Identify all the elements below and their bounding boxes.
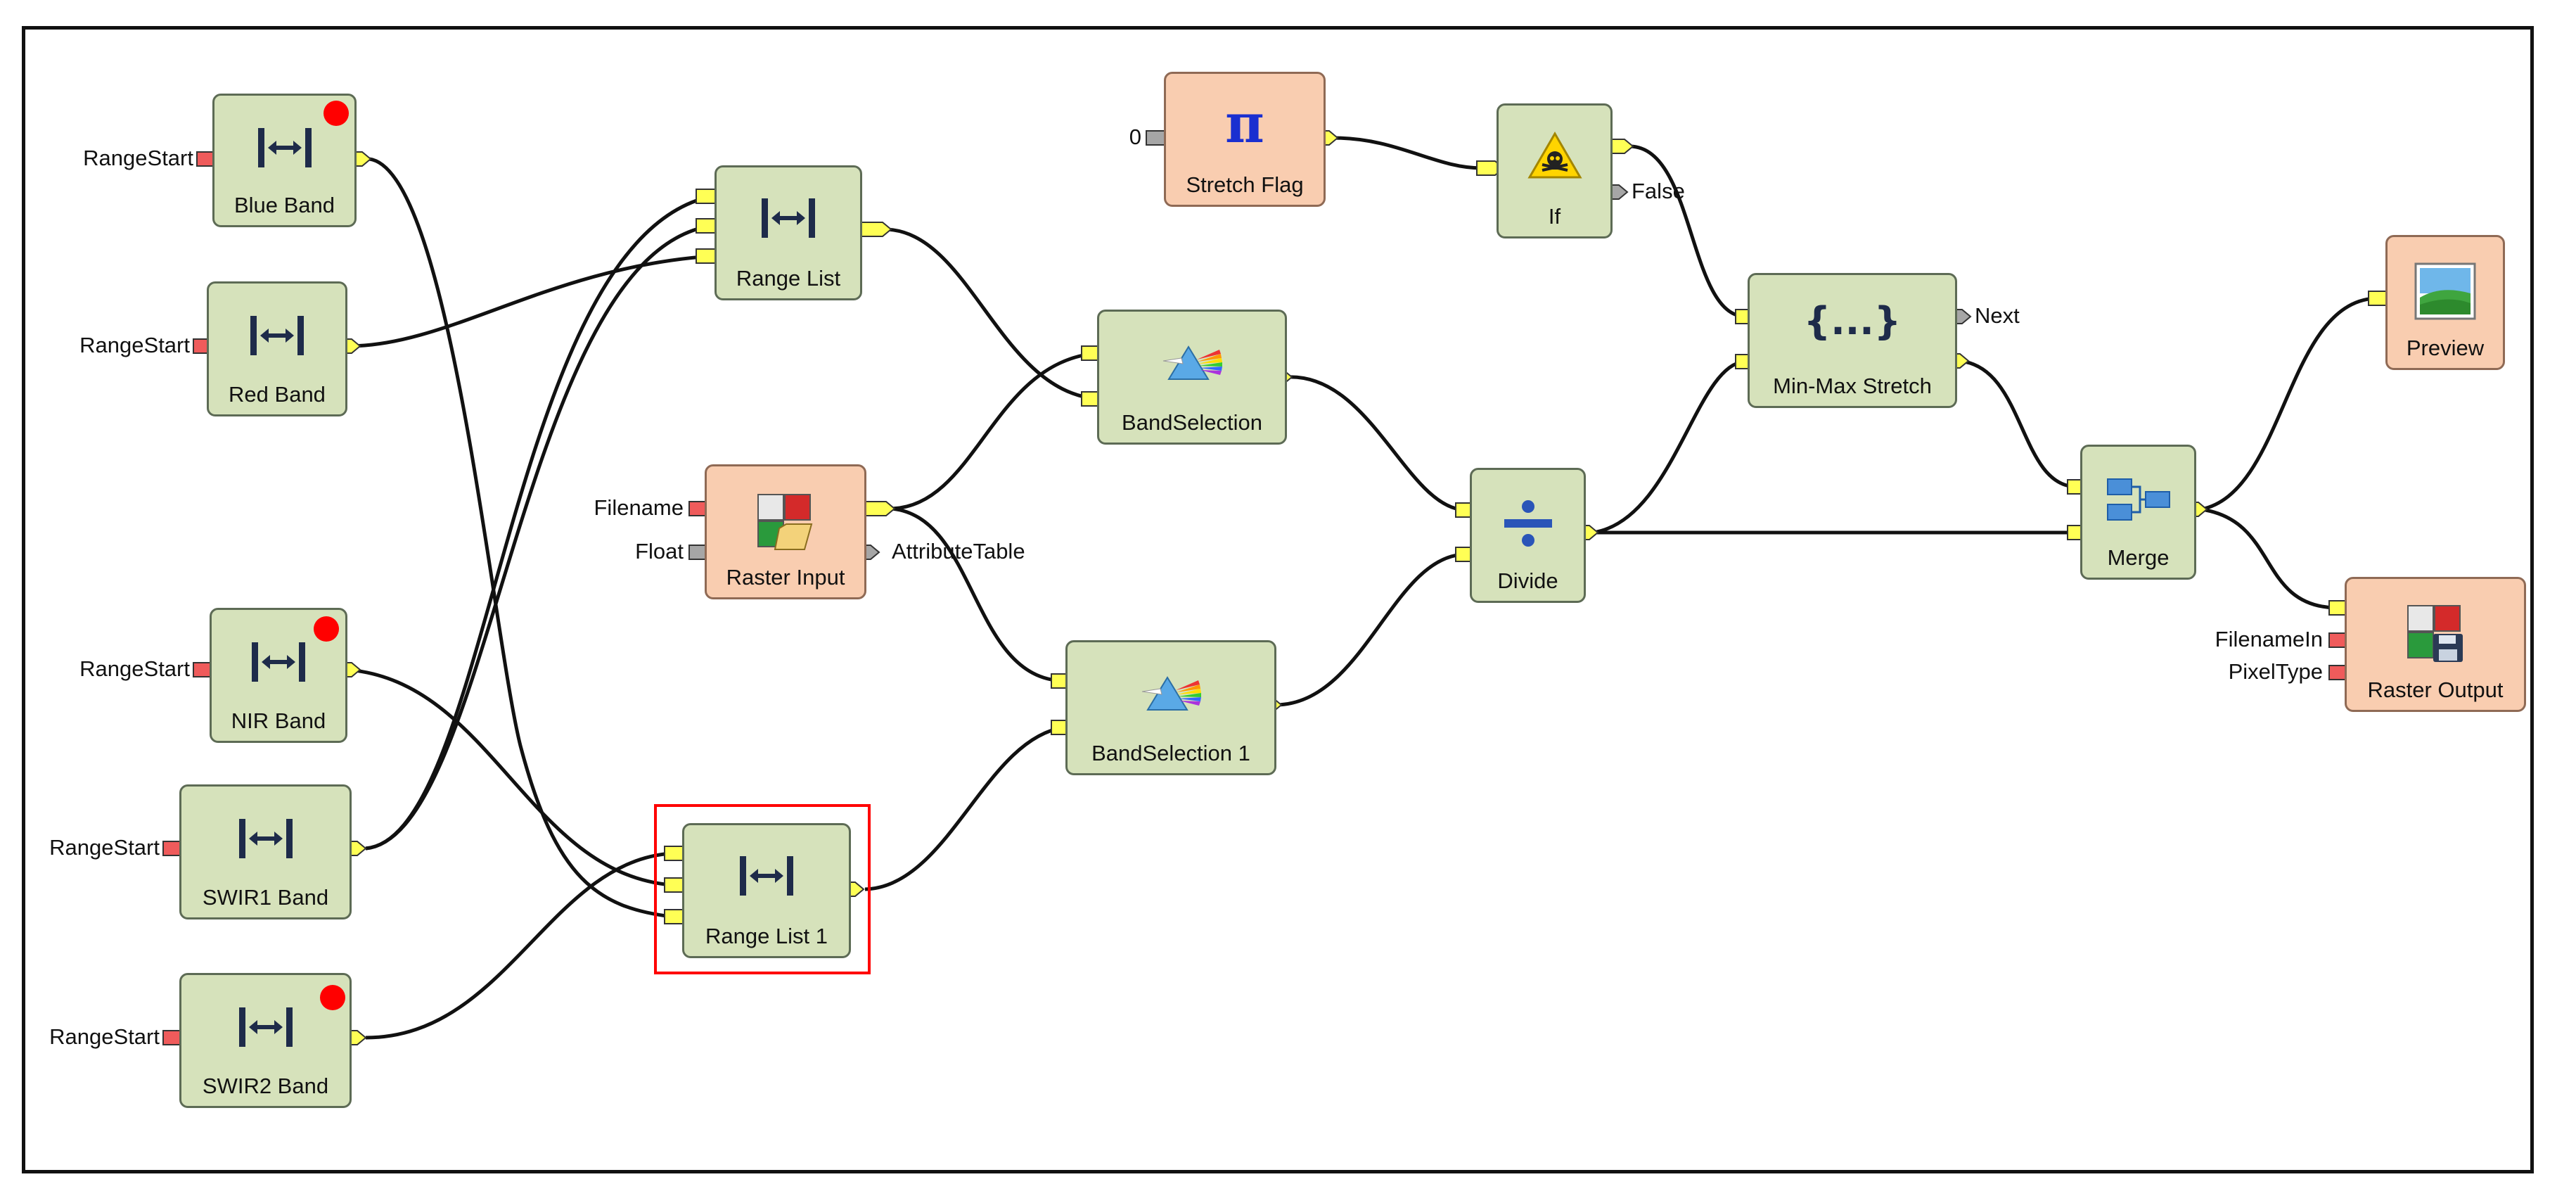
range-arrows-icon [740, 856, 793, 896]
selection-box [654, 804, 871, 974]
merge-icon [2106, 478, 2170, 521]
prism-icon [1162, 345, 1222, 380]
swir1-band-label: SWIR1 Band [202, 885, 329, 910]
band-selection-label: BandSelection [1122, 410, 1262, 435]
band-selection-node[interactable]: BandSelection [1097, 310, 1287, 445]
raster-input-node[interactable]: Raster Input [705, 464, 866, 599]
stretch-flag-node[interactable]: π Stretch Flag [1164, 72, 1326, 207]
swir2-band-label: SWIR2 Band [202, 1074, 329, 1098]
invalid-indicator-swir2 [320, 985, 345, 1010]
range-arrows-icon [238, 819, 293, 858]
filename-label: Filename [594, 495, 684, 520]
pi-icon: π [1225, 92, 1264, 155]
raster-file-icon [757, 494, 813, 550]
swir1-band-node[interactable]: SWIR1 Band [179, 784, 352, 919]
preview-node[interactable]: Preview [2385, 235, 2505, 370]
range-arrows-icon [252, 642, 305, 682]
next-label: Next [1975, 303, 2020, 328]
min-max-stretch-node[interactable]: {...} Min-Max Stretch [1748, 273, 1957, 408]
red-band-node[interactable]: Red Band [207, 281, 347, 416]
divide-node[interactable]: Divide [1470, 468, 1586, 603]
stretch-flag-label: Stretch Flag [1186, 172, 1304, 197]
nir-band-label: NIR Band [231, 708, 326, 733]
range-arrows-icon [238, 1007, 293, 1047]
range-arrows-icon [762, 198, 815, 238]
false-label: False [1632, 179, 1685, 203]
range-list-1-node[interactable]: Range List 1 [682, 823, 851, 958]
range-list-label: Range List [736, 266, 841, 291]
range-list-1-label: Range List 1 [705, 924, 828, 948]
band-selection-1-node[interactable]: BandSelection 1 [1065, 640, 1276, 775]
prism-icon [1141, 676, 1201, 711]
range-arrows-icon [250, 316, 304, 355]
blue-band-label: Blue Band [233, 193, 335, 217]
float-label: Float [635, 539, 684, 564]
rangestart-label-swir2: RangeStart [49, 1024, 160, 1049]
if-node[interactable]: If [1497, 103, 1613, 238]
rangestart-label-nir: RangeStart [79, 656, 190, 681]
if-label: If [1548, 204, 1561, 229]
divide-icon [1504, 500, 1552, 547]
landscape-image-icon [2414, 262, 2476, 320]
raster-input-label: Raster Input [726, 565, 845, 590]
raster-output-label: Raster Output [2367, 677, 2504, 702]
invalid-indicator-nir [314, 616, 339, 642]
attributetable-label: AttributeTable [892, 539, 1025, 564]
band-selection-1-label: BandSelection 1 [1091, 741, 1250, 765]
merge-label: Merge [2107, 545, 2170, 570]
save-disk-icon [2407, 605, 2463, 662]
invalid-indicator-blue [323, 101, 349, 126]
merge-node[interactable]: Merge [2080, 445, 2196, 580]
range-arrows-icon [257, 128, 312, 167]
red-band-label: Red Band [229, 382, 326, 407]
pixeltype-label: PixelType [2228, 659, 2323, 684]
range-list-node[interactable]: Range List [715, 165, 862, 300]
warning-skull-icon [1527, 132, 1582, 179]
filenamein-label: FilenameIn [2215, 627, 2323, 651]
preview-label: Preview [2406, 336, 2485, 360]
rangestart-label-blue: RangeStart [83, 146, 193, 170]
zero-label: 0 [1129, 125, 1141, 149]
divide-label: Divide [1497, 568, 1558, 593]
rangestart-label-red: RangeStart [79, 333, 190, 357]
raster-output-node[interactable]: Raster Output [2345, 577, 2526, 712]
min-max-stretch-label: Min-Max Stretch [1773, 374, 1932, 398]
braces-icon: {...} [1803, 299, 1902, 343]
rangestart-label-swir1: RangeStart [49, 835, 160, 860]
